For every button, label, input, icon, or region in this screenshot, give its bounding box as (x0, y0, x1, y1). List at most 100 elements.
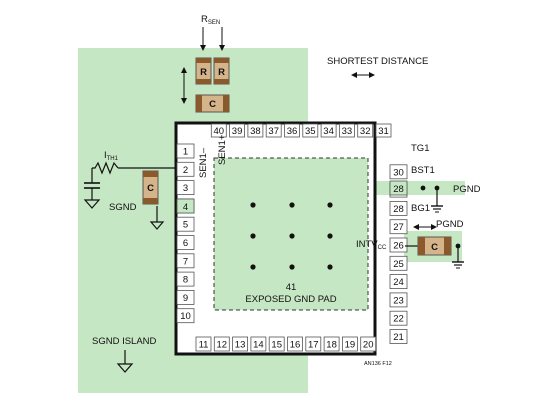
pin-box (375, 123, 392, 138)
pin-box (389, 200, 408, 216)
pin-box (229, 123, 246, 138)
pin-number: 27 (393, 222, 404, 233)
pin-box (250, 336, 267, 352)
pgnd-trace-pin28 (372, 181, 465, 195)
pin-box (287, 336, 303, 352)
pin-number: 38 (250, 126, 261, 137)
pin-box (213, 336, 230, 352)
pin-number: 22 (393, 314, 404, 325)
pin-box (305, 336, 322, 352)
pin-box (341, 336, 358, 352)
pin28-highlight (389, 180, 408, 196)
pin-box (389, 219, 408, 235)
via-dot (289, 233, 295, 239)
exposed-pad-label: EXPOSED GND PAD (245, 294, 336, 305)
pin-box (389, 237, 408, 253)
pin-box (357, 123, 374, 138)
pin-number: 24 (393, 277, 404, 288)
pin-number: 40 (214, 126, 225, 137)
tg1-label: TG1 (411, 143, 429, 154)
via-dot (289, 264, 295, 270)
resistor-1-label: R (200, 67, 207, 78)
pin-number: 13 (235, 340, 246, 351)
sgnd-island-label: SGND ISLAND (92, 336, 157, 347)
pin-number: 5 (183, 220, 188, 231)
pin-box (389, 292, 408, 308)
sgnd-label: SGND (109, 202, 137, 213)
pin-number: 19 (345, 340, 356, 351)
pin-box (265, 123, 282, 138)
pin-number: 10 (180, 311, 191, 322)
pin-number: 28 (393, 204, 404, 215)
pin28-via-1 (420, 185, 426, 191)
pin-28-label-overlay: 28 (393, 184, 404, 195)
pin-box (176, 216, 195, 232)
pin-4-label-overlay: 4 (183, 202, 188, 213)
pin-box (302, 123, 319, 138)
cap-left-label: C (147, 183, 154, 194)
via-dot (250, 202, 256, 208)
pin-number: 37 (268, 126, 279, 137)
via-dots (250, 202, 333, 270)
pin-box (389, 310, 408, 326)
pin-box (176, 143, 195, 159)
sgnd-ground-icon (149, 221, 165, 230)
pin-box (320, 123, 337, 138)
pin-number: 18 (326, 340, 337, 351)
pin-box (389, 329, 408, 344)
pgnd-label-2: PGND (436, 219, 464, 230)
pin-number: 20 (363, 340, 374, 351)
via-dot (250, 233, 256, 239)
pin-number: 11 (199, 340, 209, 351)
pin-number: 21 (393, 332, 404, 343)
intvcc-label: INTVCC (356, 239, 387, 251)
pin-number: 25 (393, 259, 404, 270)
pin-box (389, 164, 408, 180)
pin-box (176, 253, 195, 269)
pin-box (389, 274, 408, 290)
pin-number: 30 (393, 167, 404, 178)
exposed-pad-number: 41 (286, 282, 297, 293)
pgnd-label-1: PGND (453, 184, 481, 195)
rsen-label: RSEN (201, 14, 220, 26)
sen-minus-label: SEN1– (198, 147, 209, 178)
pin-box (360, 336, 377, 352)
pin-box (389, 255, 408, 271)
pin-number: 32 (360, 126, 371, 137)
via-dot (327, 233, 333, 239)
pin-box (176, 308, 195, 324)
pin-box (268, 336, 285, 352)
pin-number: 16 (290, 340, 301, 351)
pin-number: 34 (323, 126, 334, 137)
pin-box (210, 123, 227, 138)
pin-box (176, 235, 195, 250)
pin-number: 39 (232, 126, 243, 137)
pin-number: 3 (183, 183, 188, 194)
figure-code: AN136 F12 (364, 361, 392, 367)
shortest-distance-label: SHORTEST DISTANCE (327, 56, 428, 67)
pin-box (176, 289, 195, 305)
pin-box (195, 336, 212, 352)
sen-plus-label: SEN1+ (217, 134, 228, 165)
ith-label: ITH1 (104, 150, 119, 162)
cap-top-label: C (209, 99, 216, 110)
pin-number: 33 (342, 126, 353, 137)
pin-box (247, 123, 264, 138)
pin-number: 17 (308, 340, 319, 351)
pin-number: 14 (253, 340, 264, 351)
via-dot (327, 264, 333, 270)
pin-box (323, 336, 340, 352)
pin-number: 31 (378, 126, 389, 137)
pin-box (232, 336, 249, 352)
via-dot (289, 202, 295, 208)
rsen-resistors: R R C (195, 57, 230, 113)
pin-number: 8 (183, 275, 188, 286)
island-ground-icon (116, 363, 134, 373)
via-dot (250, 264, 256, 270)
pin-number: 2 (183, 165, 188, 176)
pin-number: 12 (217, 340, 228, 351)
pin-number: 9 (183, 293, 188, 304)
bg1-label: BG1 (411, 203, 430, 214)
